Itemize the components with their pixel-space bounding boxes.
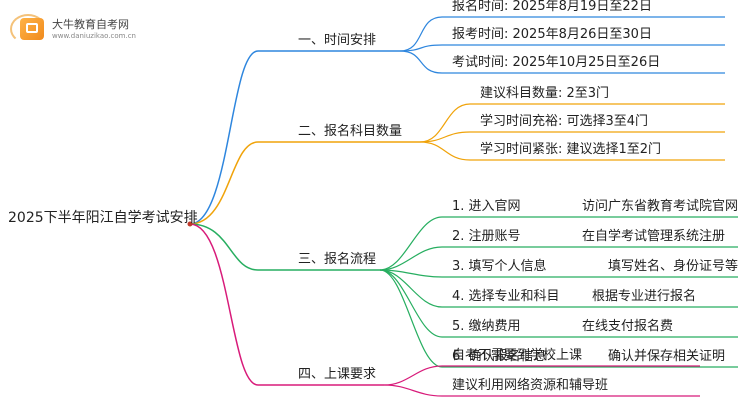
leaf-item-label: 建议科目数量: 2至3门 [480, 86, 610, 101]
leaf-item-detail: 填写姓名、身份证号等 [608, 259, 739, 274]
root-node-label: 2025下半年阳江自学考试安排 [8, 210, 198, 226]
branch-to-item-link [379, 269, 443, 308]
branch-to-item-link [379, 269, 443, 338]
leaf-item-label: 4. 选择专业和科目 [452, 289, 560, 304]
branch-to-item-link [419, 103, 471, 143]
leaf-item-detail: 在线支付报名费 [582, 319, 674, 334]
branch-to-item-link [383, 365, 443, 386]
branch-to-item-link [383, 384, 443, 397]
leaf-item-label: 报名时间: 2025年8月19日至22日 [452, 0, 652, 14]
site-logo: 大牛教育自考网 www.daniuzikao.com.cn [8, 14, 158, 48]
leaf-item-label: 建议利用网络资源和辅导班 [452, 378, 609, 393]
leaf-item-label: 2. 注册账号 [452, 229, 521, 244]
branch-to-item-link [419, 131, 471, 143]
branch-to-item-link [379, 269, 443, 368]
leaf-item-label: 3. 填写个人信息 [452, 259, 547, 274]
leaf-item-detail: 根据专业进行报名 [592, 289, 697, 304]
leaf-item-label: 5. 缴纳费用 [452, 319, 521, 334]
branch-label: 三、报名流程 [298, 252, 377, 267]
book-icon [20, 18, 44, 40]
leaf-item-label: 自考不需要到学校上课 [452, 348, 583, 363]
branch-to-item-link [419, 141, 471, 161]
root-junction-dot [187, 221, 193, 227]
root-to-branch-link [189, 141, 259, 225]
branch-label: 四、上课要求 [298, 367, 377, 382]
branch-to-item-link [399, 50, 443, 74]
logo-url: www.daniuzikao.com.cn [52, 32, 136, 40]
leaf-item-label: 报考时间: 2025年8月26日至30日 [452, 27, 652, 42]
root-to-branch-link [189, 223, 259, 271]
branch-label: 一、时间安排 [298, 33, 377, 48]
branch-to-item-link [379, 216, 443, 271]
leaf-item-label: 6. 确认报名信息 [452, 349, 547, 364]
leaf-item-detail: 访问广东省教育考试院官网 [582, 199, 739, 214]
root-to-branch-link [189, 50, 259, 225]
leaf-item-detail: 在自学考试管理系统注册 [582, 229, 726, 244]
branch-label: 二、报名科目数量 [298, 124, 403, 139]
leaf-item-detail: 确认并保存相关证明 [608, 349, 726, 364]
branch-to-item-link [399, 16, 443, 52]
leaf-item-label: 学习时间充裕: 可选择3至4门 [480, 114, 649, 129]
root-to-branch-link [189, 223, 259, 386]
leaf-item-label: 考试时间: 2025年10月25日至26日 [452, 55, 661, 70]
logo-name: 大牛教育自考网 [52, 18, 129, 31]
logo-arc-icon [10, 14, 46, 44]
branch-to-item-link [379, 246, 443, 271]
leaf-item-label: 1. 进入官网 [452, 199, 521, 214]
leaf-item-label: 学习时间紧张: 建议选择1至2门 [480, 142, 662, 157]
